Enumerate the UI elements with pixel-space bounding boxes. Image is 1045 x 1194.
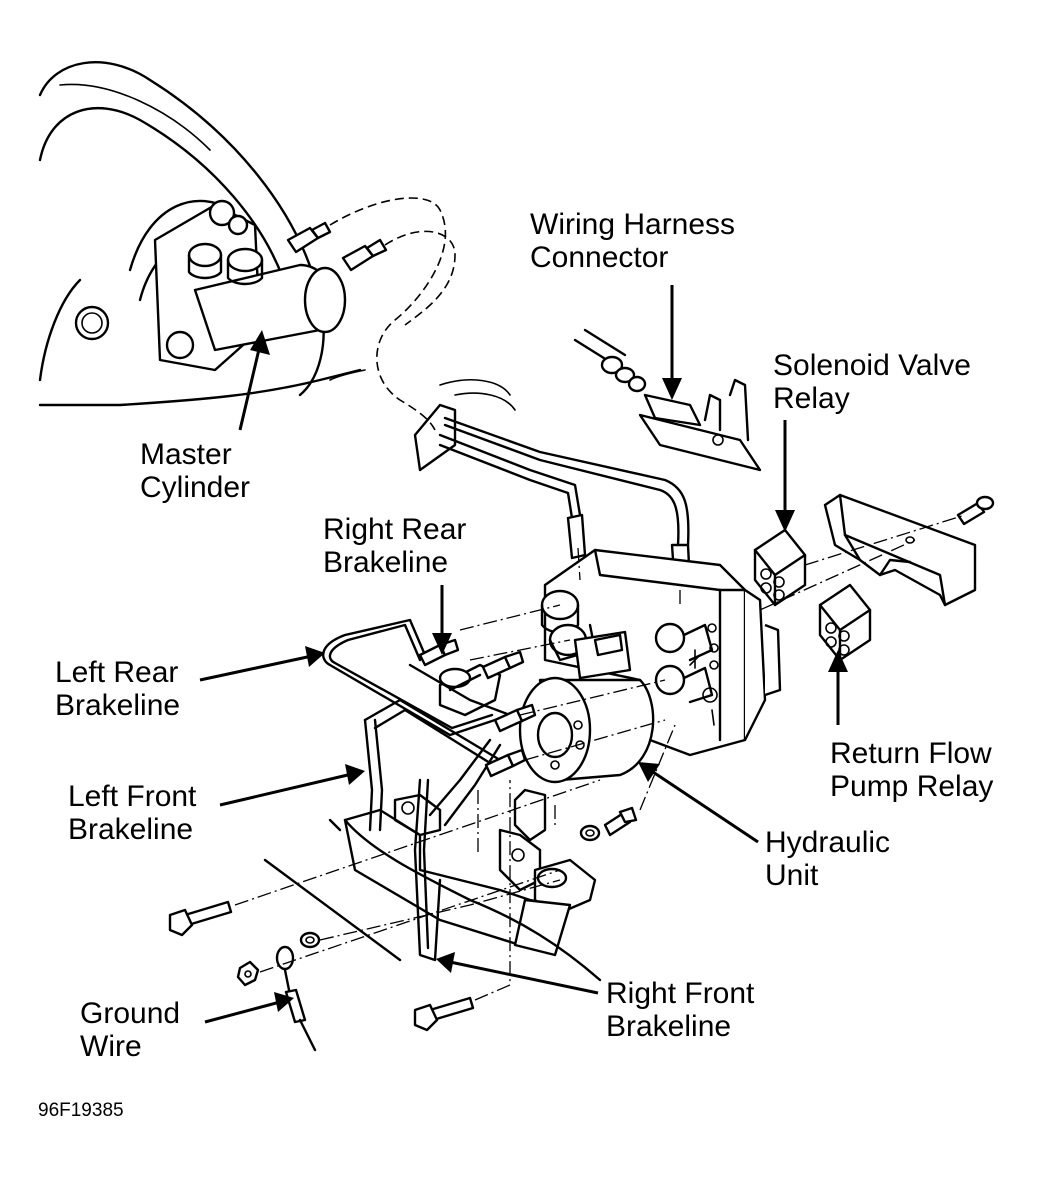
label-wiring-harness-connector: Wiring Harness Connector [530,208,735,274]
label-line: Solenoid Valve [773,349,971,382]
label-ground-wire: Ground Wire [80,997,180,1063]
label-solenoid-valve-relay: Solenoid Valve Relay [773,349,971,415]
label-line: Brakeline [606,1010,732,1043]
label-line: Relay [773,382,850,415]
pump-motor [518,676,655,784]
label-line: Right Front [606,977,755,1010]
label-left-front-brakeline: Left Front Brakeline [68,780,196,846]
brake-booster [38,61,366,407]
label-line: Connector [530,241,669,274]
label-line: Brakeline [68,813,194,846]
label-line: Left Front [68,780,197,813]
label-line: Wire [80,1030,142,1063]
label-left-rear-brakeline: Left Rear Brakeline [55,656,180,722]
label-line: Brakeline [323,546,449,579]
master-cylinder-fittings [286,221,388,272]
label-line: Ground [80,997,181,1030]
label-line: Right Rear [323,513,467,546]
label-line: Cylinder [140,471,251,504]
brakelines [322,618,537,962]
label-line: Brakeline [55,689,181,722]
label-line: Left Rear [55,656,179,689]
label-line: Pump Relay [830,770,994,803]
tube-routing-dashed [329,197,447,431]
label-line: Master [140,438,232,471]
label-line: Unit [765,859,819,892]
fasteners [168,806,638,1052]
solenoid-valve-relay [753,528,807,607]
relay-cover [823,493,995,607]
master-cylinder [153,199,347,372]
label-line: Wiring Harness [530,208,736,241]
label-return-flow-pump-relay: Return Flow Pump Relay [830,737,993,803]
figure-code: 96F19385 [38,1100,124,1121]
wiring-harness-connector [573,328,762,472]
callout-arrows [199,285,848,1024]
alignment-lines [234,514,966,1001]
label-line: Hydraulic [765,826,891,859]
label-right-front-brakeline: Right Front Brakeline [606,977,754,1043]
label-master-cylinder: Master Cylinder [140,438,250,504]
label-right-rear-brakeline: Right Rear Brakeline [323,513,466,579]
label-line: Return Flow [830,737,992,770]
label-hydraulic-unit: Hydraulic Unit [765,826,890,892]
hydraulic-unit-body [540,548,782,757]
return-flow-pump-relay [818,583,872,662]
